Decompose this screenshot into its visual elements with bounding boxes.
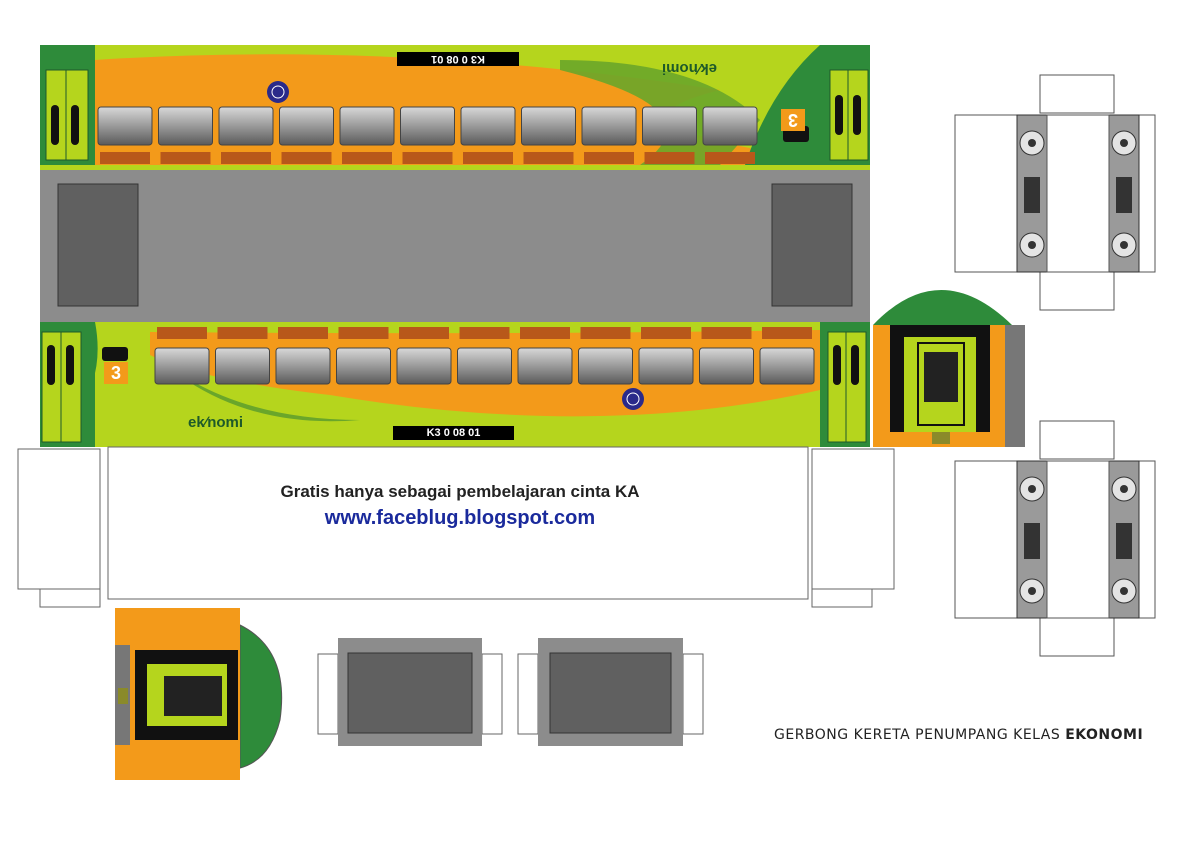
window — [699, 327, 754, 385]
car-roof — [40, 170, 870, 322]
car-end-right — [873, 290, 1025, 447]
class-number-top: 3 — [781, 109, 805, 131]
car-number-plate-top: K3 0 08 01 — [397, 52, 519, 66]
roof-vents — [317, 638, 704, 746]
window — [460, 106, 516, 164]
window — [396, 327, 452, 385]
window — [457, 327, 512, 385]
car-side-bottom — [40, 322, 870, 447]
window — [336, 327, 391, 385]
window — [759, 327, 815, 385]
car-floor-panel — [17, 446, 895, 608]
bogie-top — [954, 74, 1156, 311]
caption-emphasis: EKONOMI — [1065, 727, 1144, 743]
window — [218, 106, 274, 164]
window — [97, 106, 153, 164]
window — [154, 327, 210, 385]
credit-url[interactable]: www.faceblug.blogspot.com — [324, 507, 596, 529]
window — [581, 106, 637, 164]
caption-prefix: GERBONG KERETA PENUMPANG KELAS — [774, 727, 1066, 743]
brand-logo-top: ek∕nomi — [662, 60, 718, 77]
car-number-plate-bottom: K3 0 08 01 — [393, 426, 514, 440]
sheet-caption: GERBONG KERETA PENUMPANG KELAS EKONOMI — [774, 727, 1143, 743]
window — [578, 327, 633, 385]
window — [517, 327, 573, 385]
window — [215, 327, 270, 385]
bogie-bottom — [954, 420, 1156, 657]
window — [638, 327, 694, 385]
window — [279, 106, 334, 164]
credit-text: Gratis hanya sebagai pembelajaran cinta … — [280, 482, 640, 501]
window — [158, 106, 213, 164]
window — [521, 106, 576, 164]
window — [642, 106, 697, 164]
window — [702, 106, 758, 164]
window — [339, 106, 395, 164]
class-number-bottom: 3 — [104, 362, 128, 384]
car-end-bottom — [115, 608, 283, 780]
window — [275, 327, 331, 385]
window — [400, 106, 455, 164]
brand-logo-bottom: ek∕nomi — [188, 414, 244, 431]
